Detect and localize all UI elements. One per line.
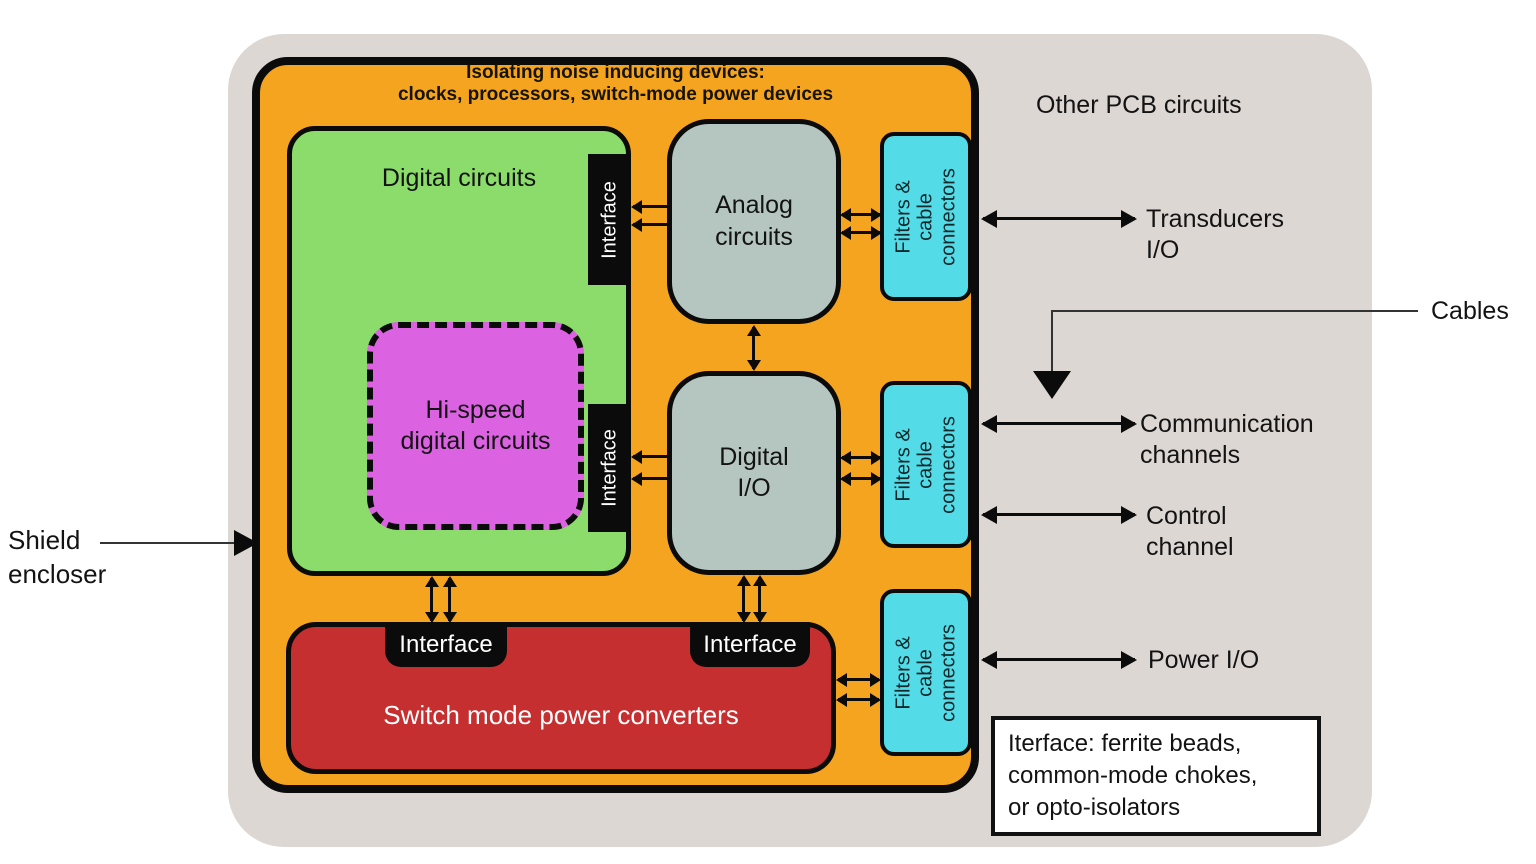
analog-circuits-box: Analog circuits bbox=[667, 119, 841, 324]
arrow-digitalio-smps-1 bbox=[742, 577, 745, 621]
filters-connectors-top-label: Filters & cable connectors bbox=[892, 167, 960, 266]
arrow-analog-to-interface-2 bbox=[633, 223, 669, 226]
filters-connectors-middle-label: Filters & cable connectors bbox=[892, 415, 960, 514]
communication-channels-label: Communication channels bbox=[1140, 410, 1314, 470]
interface-tab-analog-label: Interface bbox=[598, 180, 620, 259]
filters-connectors-box-top: Filters & cable connectors bbox=[880, 132, 972, 301]
interface-tab-smps-right: Interface bbox=[690, 622, 810, 667]
interface-tab-analog: Interface bbox=[588, 154, 631, 285]
arrow-digitalio-to-interface-1 bbox=[633, 455, 669, 458]
interface-note-box: Iterface: ferrite beads, common-mode cho… bbox=[991, 716, 1321, 836]
arrow-digitalio-to-interface-2 bbox=[633, 477, 669, 480]
shield-caption-line1: Isolating noise inducing devices: bbox=[466, 62, 765, 83]
shield-caption-line2: clocks, processors, switch-mode power de… bbox=[397, 84, 834, 105]
filters-connectors-box-bottom: Filters & cable connectors bbox=[880, 589, 972, 756]
cables-label: Cables bbox=[1431, 297, 1509, 325]
arrow-transducers-io bbox=[983, 217, 1135, 220]
arrow-digitalio-filter-2 bbox=[842, 477, 880, 480]
arrow-green-smps-2 bbox=[448, 578, 451, 621]
arrow-analog-filter-1 bbox=[842, 213, 880, 216]
arrow-power-io bbox=[983, 658, 1135, 661]
interface-tab-digital-io: Interface bbox=[588, 404, 631, 532]
shield-encloser-label: Shield encloser bbox=[8, 525, 107, 589]
transducers-io-label: Transducers I/O bbox=[1146, 205, 1285, 265]
other-pcb-label: Other PCB circuits bbox=[1036, 91, 1242, 119]
arrow-control-channel bbox=[983, 513, 1135, 516]
arrow-smps-filter-2 bbox=[838, 698, 879, 701]
hispeed-digital-box: Hi-speed digital circuits bbox=[367, 322, 584, 530]
digital-io-box: Digital I/O bbox=[667, 371, 841, 575]
shield-encloser-arrowhead-icon bbox=[234, 530, 258, 556]
shield-encloser-pointer-line bbox=[100, 542, 236, 544]
interface-tab-digital-io-label: Interface bbox=[598, 429, 620, 507]
arrow-digitalio-smps-2 bbox=[758, 577, 761, 621]
arrow-analog-filter-2 bbox=[842, 231, 880, 234]
cables-pointer-vline bbox=[1051, 310, 1053, 372]
filters-connectors-bottom-label: Filters & cable connectors bbox=[892, 623, 960, 722]
power-io-label: Power I/O bbox=[1148, 646, 1260, 674]
cables-pointer-hline bbox=[1052, 310, 1418, 312]
cables-arrowhead-icon bbox=[1033, 371, 1071, 399]
filters-connectors-box-middle: Filters & cable connectors bbox=[880, 381, 972, 548]
interface-tab-smps-left: Interface bbox=[385, 622, 507, 667]
digital-circuits-label: Digital circuits bbox=[381, 164, 537, 192]
control-channel-label: Control channel bbox=[1146, 502, 1234, 562]
arrow-smps-filter-1 bbox=[838, 678, 879, 681]
arrow-digitalio-filter-1 bbox=[842, 456, 880, 459]
smps-label: Switch mode power converters bbox=[383, 700, 739, 730]
arrow-green-smps-1 bbox=[430, 578, 433, 621]
arrow-analog-to-interface-1 bbox=[633, 205, 669, 208]
arrow-communication-channels bbox=[983, 422, 1135, 425]
arrow-analog-digitalio bbox=[752, 327, 755, 369]
